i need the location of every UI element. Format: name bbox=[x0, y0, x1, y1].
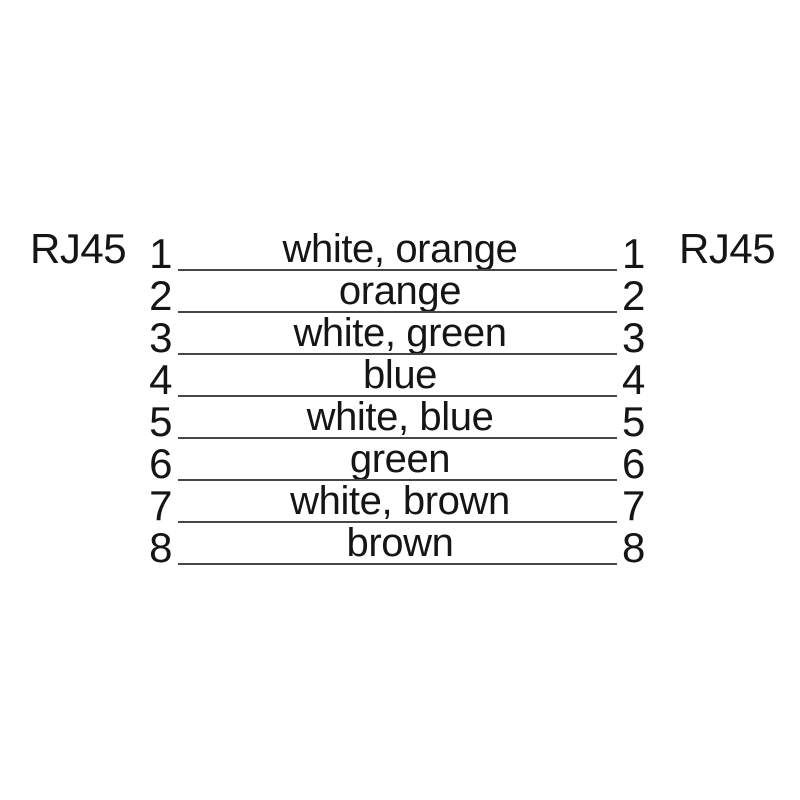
pin-number-left: 5 bbox=[149, 398, 172, 445]
wire-label: white, brown bbox=[290, 479, 510, 523]
pin-number-left: 6 bbox=[149, 440, 172, 487]
pin-number-right: 1 bbox=[622, 230, 645, 277]
wire-line bbox=[178, 563, 617, 565]
wire-label: blue bbox=[362, 353, 438, 397]
wire-label: white, blue bbox=[306, 395, 494, 439]
wire-line bbox=[178, 479, 617, 481]
pin-number-left: 2 bbox=[149, 272, 172, 319]
wire-label: orange bbox=[338, 269, 462, 313]
pin-number-left: 3 bbox=[149, 314, 172, 361]
wire-label: brown bbox=[346, 521, 454, 565]
pin-number-right: 3 bbox=[622, 314, 645, 361]
wire-line bbox=[178, 395, 617, 397]
wire-label: green bbox=[349, 437, 451, 481]
wire-label: white, orange bbox=[282, 227, 518, 271]
wire-line bbox=[178, 353, 617, 355]
wire-line bbox=[178, 311, 617, 313]
pin-number-right: 6 bbox=[622, 440, 645, 487]
pin-number-right: 2 bbox=[622, 272, 645, 319]
pin-number-left: 1 bbox=[149, 230, 172, 277]
wire-label: white, green bbox=[293, 311, 507, 355]
pin-number-right: 5 bbox=[622, 398, 645, 445]
pin-number-right: 7 bbox=[622, 482, 645, 529]
wire-line bbox=[178, 437, 617, 439]
wire-line bbox=[178, 521, 617, 523]
pin-number-left: 8 bbox=[149, 524, 172, 571]
pin-number-right: 4 bbox=[622, 356, 645, 403]
right-connector-label: RJ45 bbox=[679, 225, 776, 272]
pin-number-left: 4 bbox=[149, 356, 172, 403]
pin-number-left: 7 bbox=[149, 482, 172, 529]
pin-number-right: 8 bbox=[622, 524, 645, 571]
left-connector-label: RJ45 bbox=[30, 225, 127, 272]
wire-line bbox=[178, 269, 617, 271]
